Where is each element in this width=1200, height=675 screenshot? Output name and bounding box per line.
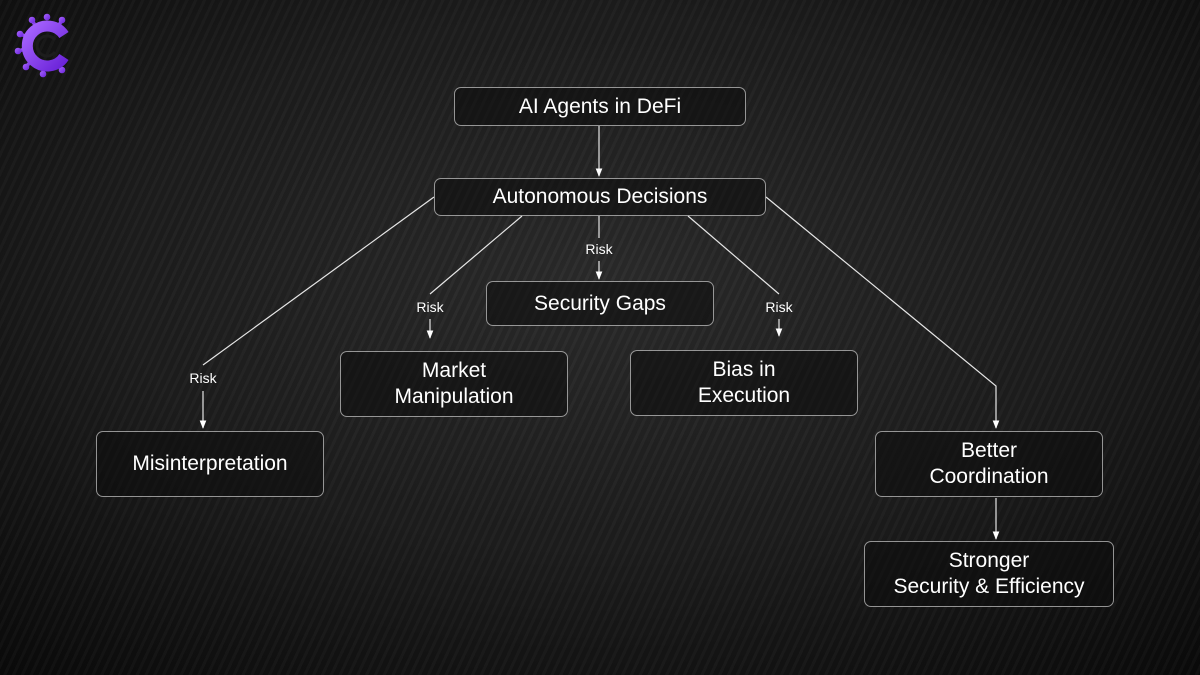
- risk-label-market: Risk: [416, 299, 444, 315]
- edge-decisions-misinterpretation: [202, 196, 435, 366]
- node-market-manipulation: Market Manipulation: [340, 351, 568, 417]
- risk-label-misinterpretation: Risk: [189, 370, 217, 386]
- node-better-coordination: Better Coordination: [875, 431, 1103, 497]
- node-misinterpretation: Misinterpretation: [96, 431, 324, 497]
- edge-decisions-bias: [687, 215, 780, 295]
- node-ai-agents-in-defi: AI Agents in DeFi: [454, 87, 746, 126]
- node-bias-in-execution: Bias in Execution: [630, 350, 858, 416]
- risk-label-security: Risk: [585, 241, 613, 257]
- risk-label-bias: Risk: [765, 299, 793, 315]
- node-stronger-security-efficiency: Stronger Security & Efficiency: [864, 541, 1114, 607]
- node-security-gaps: Security Gaps: [486, 281, 714, 326]
- edge-decisions-coordination: [765, 196, 1000, 429]
- logo-icon: [14, 13, 69, 78]
- node-autonomous-decisions: Autonomous Decisions: [434, 178, 766, 216]
- edge-decisions-market: [429, 215, 523, 295]
